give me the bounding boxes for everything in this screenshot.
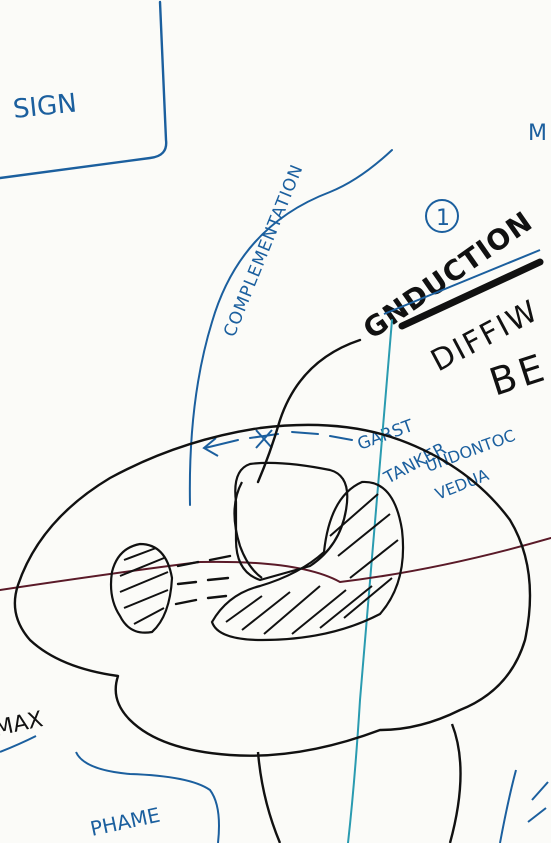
dark-red-line [0,538,551,590]
stem-left [258,752,280,843]
bottom-right-strokes [500,770,548,843]
corner-m-label: M [528,121,547,146]
main-shape-outline [15,425,530,756]
sign-label: SIGN [12,88,79,125]
left-hatch-marks [120,548,168,624]
gnduction-leader-line [258,340,360,482]
stem-right [450,724,461,843]
number-label: 1 [436,206,450,231]
be-label: BE [484,345,551,405]
sign-box-outline [0,2,166,178]
complementation-label: COMPLEMENTATION [220,161,308,339]
phame-label: PHAME [88,803,162,841]
max-label: MAX [0,707,45,742]
teal-vertical-line [348,320,392,843]
x-mark [256,430,272,448]
